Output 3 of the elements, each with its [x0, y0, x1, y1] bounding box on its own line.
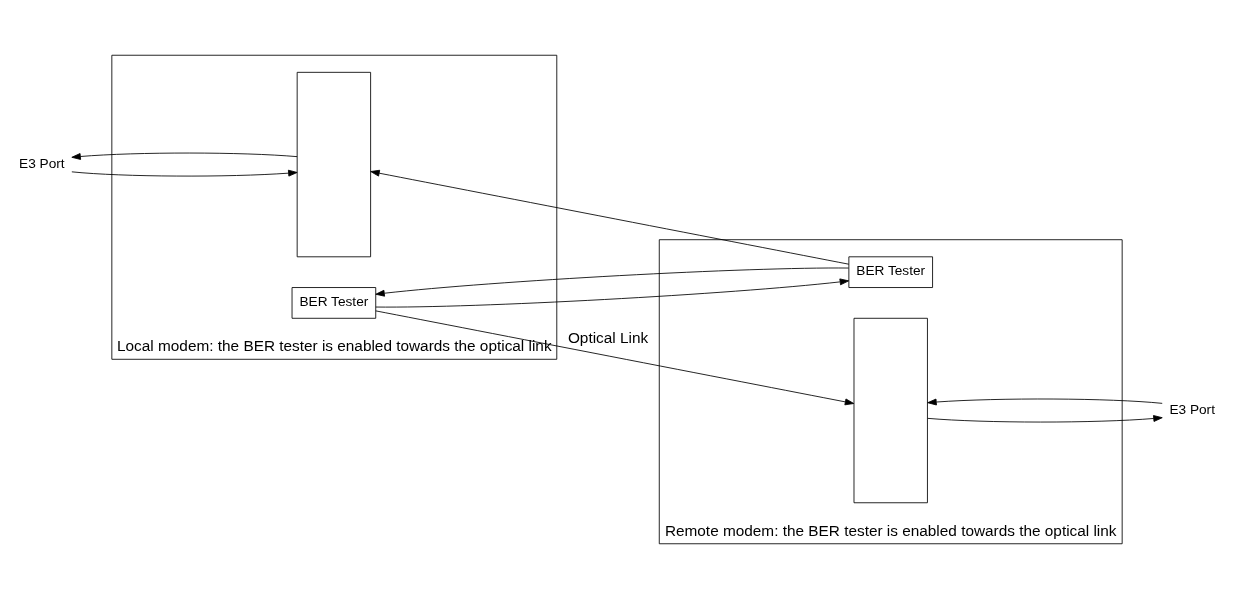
node-text: E3 Port: [1169, 401, 1215, 417]
node-text: E3 Port: [19, 155, 65, 171]
edge-label: Optical Link: [567, 329, 649, 347]
